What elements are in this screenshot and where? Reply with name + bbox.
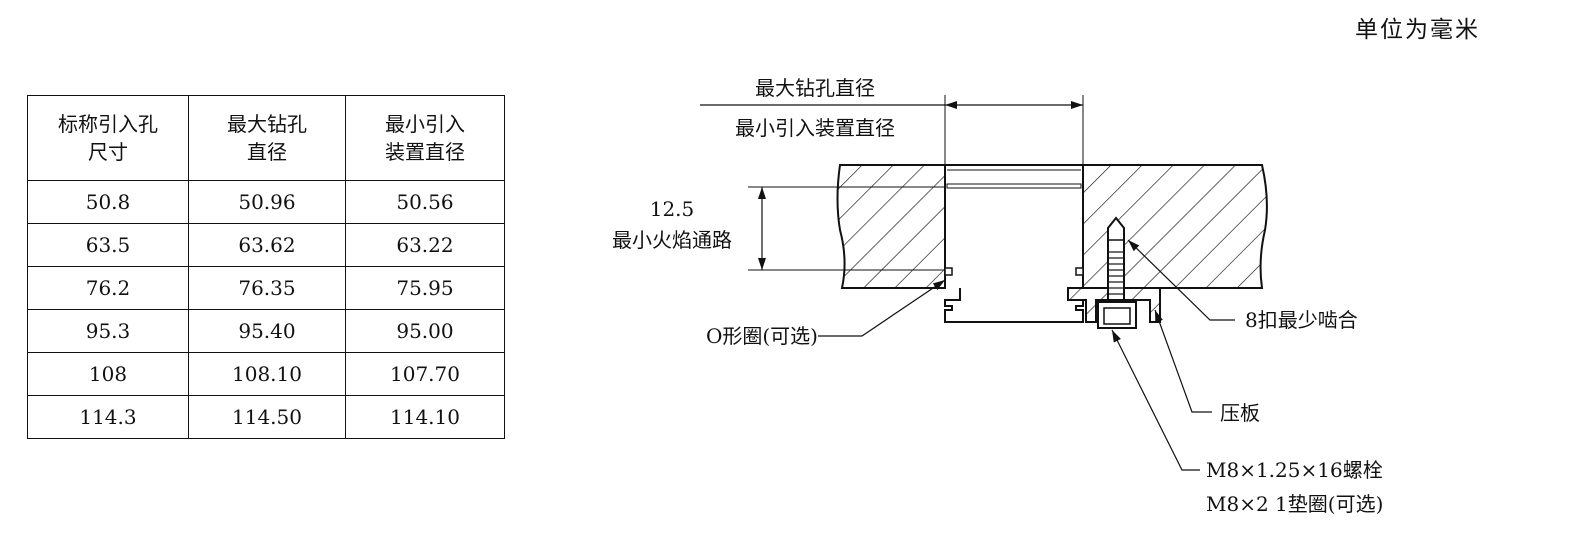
leader-clamp [1154,309,1212,413]
wall-right-section [1082,164,1268,289]
label-o-ring: O形圈(可选) [706,324,818,348]
o-ring-left [944,267,953,276]
unit-note: 单位为毫米 [1355,17,1480,43]
label-bolt: M8×1.25×16螺栓 [1206,458,1383,482]
label-clamp: 压板 [1220,401,1260,425]
cell: 108 [27,352,189,396]
cell: 63.22 [345,223,505,267]
label-washer: M8×2 1垫圈(可选) [1206,492,1383,516]
bolt [1097,216,1137,329]
cell: 76.2 [27,266,189,310]
o-ring-right [1075,267,1084,276]
cell: 50.8 [27,180,189,224]
cell: 95.00 [345,309,505,353]
header-text: 尺寸 [88,140,128,164]
cell: 76.35 [188,266,346,310]
cell: 108.10 [188,352,346,396]
dim-min-device-label: 最小引入装置直径 [735,116,895,140]
flame-path-value: 12.5 [650,197,695,221]
wall-left-section [836,164,946,289]
table-header-row: 标称引入孔尺寸 最大钻孔直径 最小引入装置直径 [27,95,505,181]
header-text: 装置直径 [385,140,465,164]
cell: 63.5 [27,223,189,267]
header-nominal: 标称引入孔尺寸 [27,95,189,181]
label-thread: 8扣最少啮合 [1245,308,1358,332]
flame-path-label: 最小火焰通路 [612,228,732,252]
washer [1103,307,1131,325]
header-text: 最小引入 [385,112,465,136]
header-text: 最大钻孔 [227,112,307,136]
leader-thread [1127,239,1235,321]
bore-groove [946,183,1082,189]
cell: 50.96 [188,180,346,224]
leader-o-ring [818,279,946,337]
header-text: 直径 [247,140,287,164]
leader-bolt [1111,329,1200,471]
cell: 114.3 [27,395,189,439]
cell: 114.50 [188,395,346,439]
cell: 95.3 [27,309,189,353]
cell: 114.10 [345,395,505,439]
cell: 107.70 [345,352,505,396]
dim-max-drill-label: 最大钻孔直径 [755,76,875,100]
header-text: 标称引入孔 [58,112,158,136]
entry-device-flange [944,288,1084,323]
